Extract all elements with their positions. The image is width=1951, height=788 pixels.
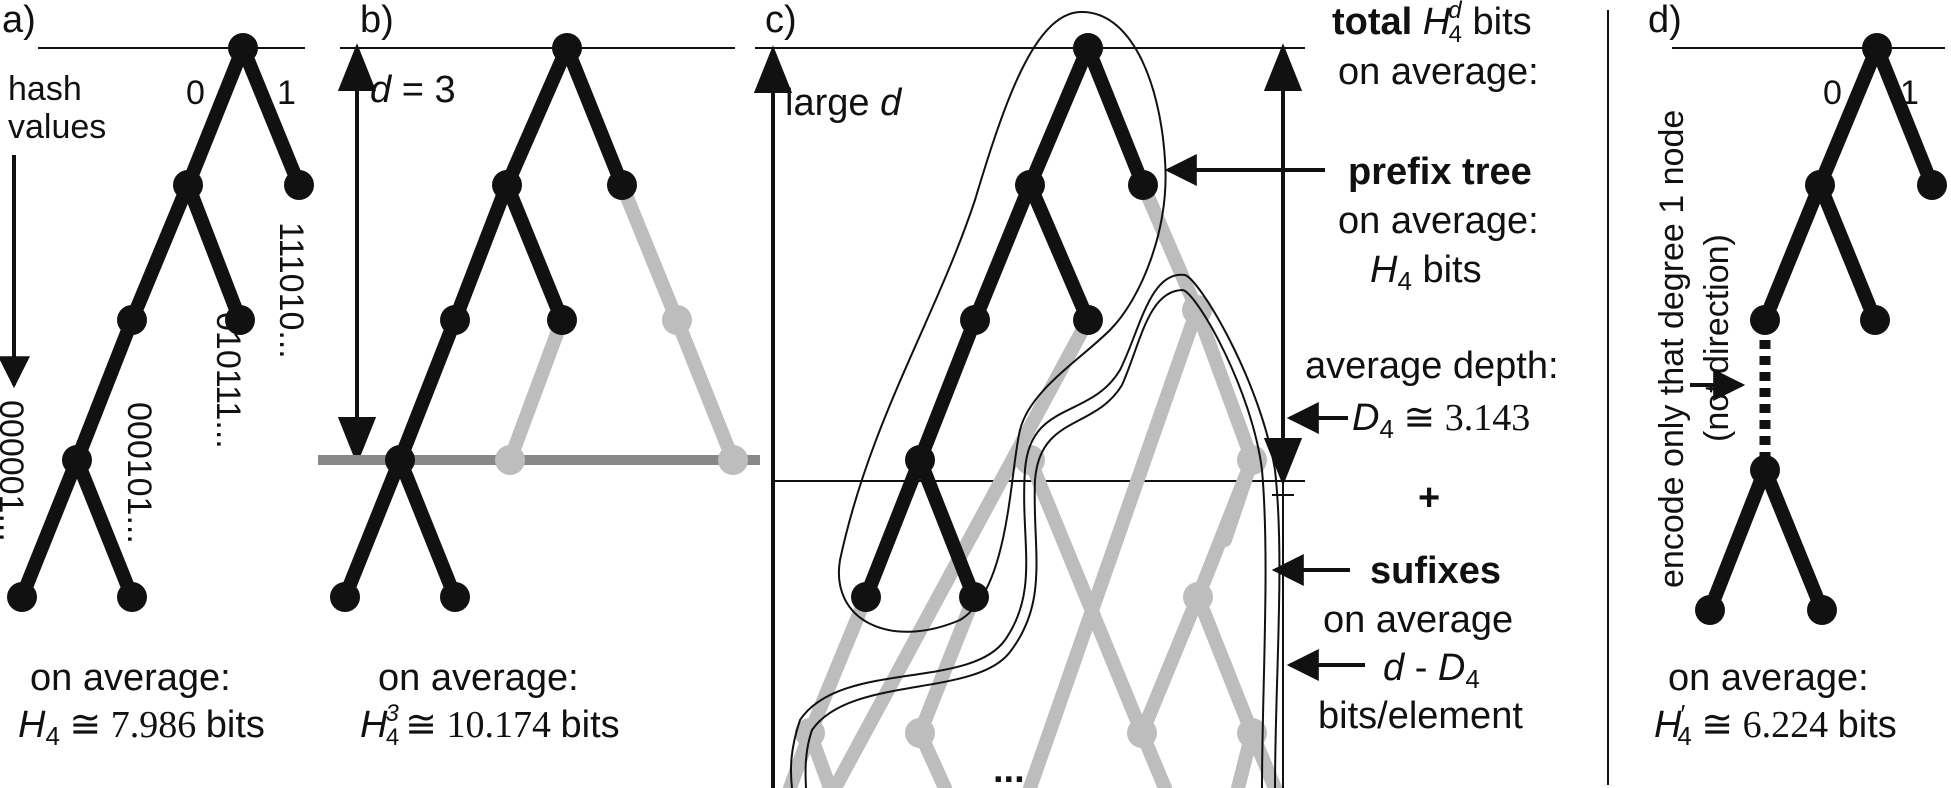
panel-d-branch-0: 0 xyxy=(1823,74,1842,112)
prefix-tree-line-3: H4 bits xyxy=(1370,249,1482,296)
hash-label: hash xyxy=(8,70,82,108)
sufixes-label: sufixes xyxy=(1370,550,1501,592)
sufixes-line-3: d - D4 xyxy=(1383,647,1480,694)
encode-note-line-2: (not direction) xyxy=(1698,234,1736,442)
values-label: values xyxy=(8,108,106,146)
prefix-tree-line-2: on average: xyxy=(1338,200,1539,242)
panel-a-avg-value: H4 ≅ 7.986 bits xyxy=(18,704,265,751)
panel-b-tag: b) xyxy=(360,0,394,41)
panel-b-gray-edges xyxy=(503,178,740,467)
d-label: d = 3 xyxy=(370,69,456,111)
code-111010: 111010... xyxy=(272,222,310,359)
panel-d-avg-value: H′4 ≅ 6.224 bits xyxy=(1654,699,1897,751)
prefix-tree-outline xyxy=(837,10,1167,633)
panel-b-gray-nodes xyxy=(495,305,748,475)
panel-d-avg-label: on average: xyxy=(1668,657,1869,699)
panel-b-tree-nodes xyxy=(330,33,637,612)
avg-depth-label: average depth: xyxy=(1305,345,1559,387)
avg-depth-value: D4 ≅ 3.143 xyxy=(1352,397,1530,444)
panel-a-branch-1: 1 xyxy=(277,74,296,112)
code-000101: 000101... xyxy=(120,402,158,544)
panel-a-tree-nodes xyxy=(7,33,314,612)
encode-note-line-1: encode only that degree 1 node xyxy=(1653,110,1691,588)
panel-a: a) 0 1 hash values 000001... 000101... 0… xyxy=(0,0,314,751)
panel-c-gray-edges xyxy=(783,178,1282,788)
panel-c-gray-nodes xyxy=(795,295,1267,748)
panel-d-tree-nodes xyxy=(1695,33,1947,625)
total-line-2: on average: xyxy=(1338,51,1539,93)
plus-sign: + xyxy=(1418,477,1440,519)
panel-c-tag: c) xyxy=(765,0,797,41)
panel-a-avg-label: on average: xyxy=(30,657,231,699)
code-010111: 010111... xyxy=(209,312,247,449)
panel-c-tree-edges xyxy=(859,41,1150,604)
panel-a-branch-0: 0 xyxy=(186,74,205,112)
panel-d-tag: d) xyxy=(1648,0,1682,41)
panel-c-ellipsis: ... xyxy=(993,749,1025,788)
panel-c-tree-nodes xyxy=(851,33,1158,612)
panel-c: c) large d xyxy=(753,0,1305,788)
panel-a-tag: a) xyxy=(2,0,36,41)
sufixes-line-2: on average xyxy=(1323,599,1513,641)
panel-d: d) 0 1 encode only that degree 1 node (n… xyxy=(1648,0,1947,751)
panel-d-tree-edges xyxy=(1703,41,1939,617)
prefix-tree-label: prefix tree xyxy=(1348,151,1532,193)
sufixes-line-4: bits/element xyxy=(1318,695,1523,737)
large-d-label: large d xyxy=(785,82,903,124)
panel-a-tree-edges xyxy=(15,41,306,604)
suffix-outline-2 xyxy=(804,289,1267,788)
panel-b-tree-edges xyxy=(338,41,629,604)
code-000001: 000001... xyxy=(0,400,30,542)
panel-b-avg-label: on average: xyxy=(378,657,579,699)
panel-d-branch-1: 1 xyxy=(1900,74,1919,112)
